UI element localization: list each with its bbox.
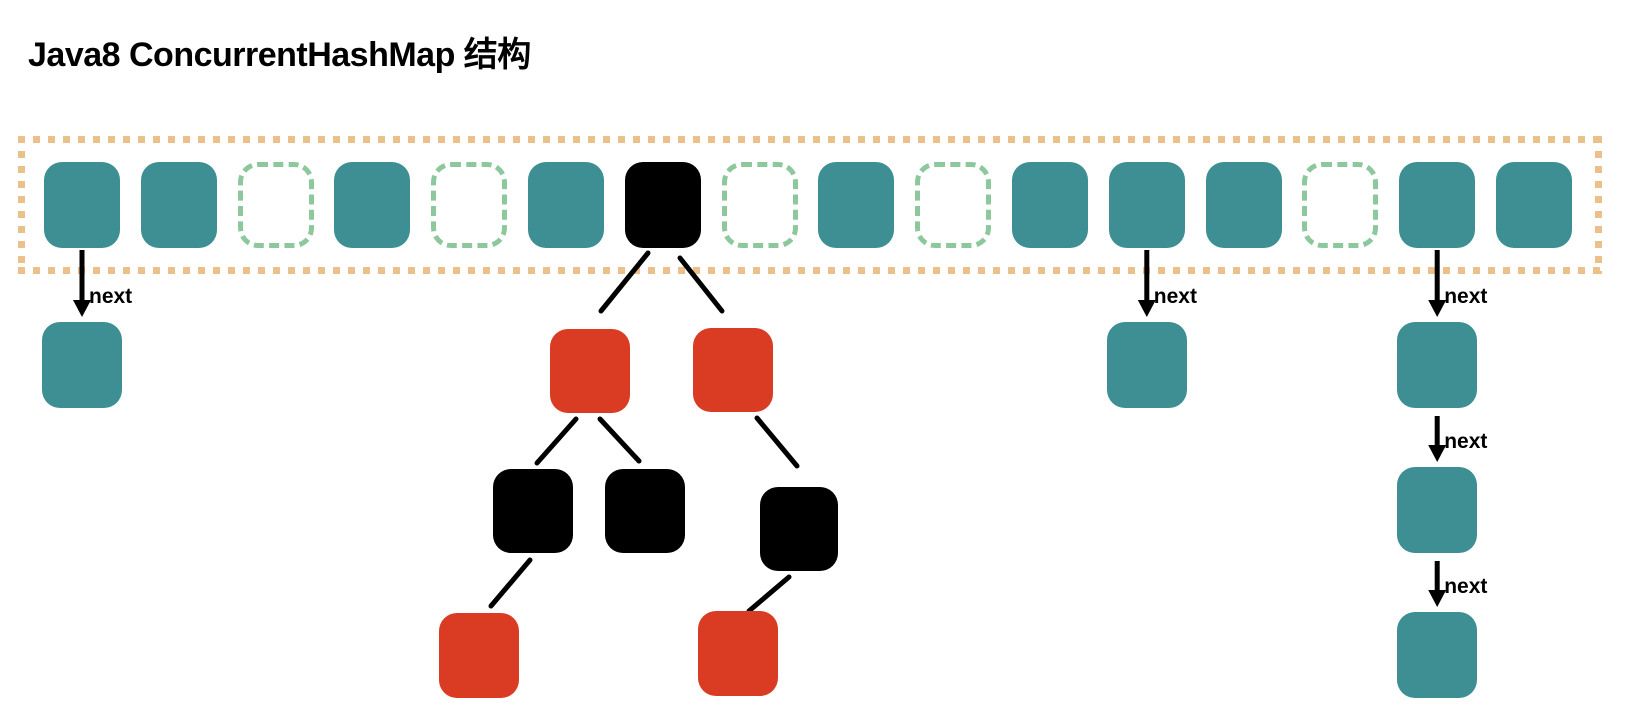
- list-node: [1106, 322, 1187, 408]
- array-border-top: [18, 136, 1602, 143]
- tree-node-red-bottom-left: [439, 613, 519, 698]
- list-node: [1397, 467, 1478, 553]
- bucket-slot-teal: [1012, 162, 1088, 248]
- array-border-right: [1595, 136, 1602, 274]
- bucket-array-container: [18, 136, 1602, 274]
- diagram-title: Java8 ConcurrentHashMap 结构: [28, 36, 531, 74]
- bucket-slot-teal: [1205, 162, 1282, 248]
- bucket-slot-empty: [915, 162, 992, 248]
- array-border-bottom: [18, 267, 1602, 274]
- bucket-slot-teal: [334, 162, 411, 248]
- list-node: [1397, 612, 1478, 698]
- bucket-slot-empty: [431, 162, 508, 248]
- bucket-slot-empty: [1302, 162, 1379, 248]
- tree-node-black-mid: [605, 469, 685, 553]
- tree-node-black-left: [493, 469, 573, 553]
- next-label: next: [1444, 285, 1488, 308]
- bucket-slot-teal: [44, 162, 120, 248]
- tree-edge: [488, 557, 533, 609]
- bucket-slot-black: [624, 162, 701, 248]
- tree-edge: [754, 415, 800, 469]
- tree-node-red-bottom-right: [698, 611, 778, 696]
- next-label: next: [1444, 430, 1488, 453]
- bucket-slot-teal: [1496, 162, 1572, 248]
- tree-edge: [597, 416, 642, 464]
- tree-node-red-left: [550, 329, 630, 413]
- list-node: [42, 322, 122, 408]
- next-label: next: [1153, 285, 1197, 308]
- bucket-slot-empty: [237, 162, 314, 248]
- tree-edge: [746, 574, 792, 614]
- next-label: next: [1444, 575, 1488, 598]
- tree-node-black-right: [760, 487, 838, 571]
- tree-node-red-right: [693, 328, 773, 412]
- bucket-slot-teal: [818, 162, 895, 248]
- bucket-slot-empty: [721, 162, 798, 248]
- bucket-slot-teal: [140, 162, 217, 248]
- list-node: [1397, 322, 1478, 408]
- bucket-slot-teal: [528, 162, 604, 248]
- bucket-slot-teal: [1399, 162, 1476, 248]
- tree-edge: [534, 416, 579, 466]
- next-label: next: [89, 285, 133, 308]
- array-border-left: [18, 136, 25, 274]
- bucket-slot-teal: [1108, 162, 1185, 248]
